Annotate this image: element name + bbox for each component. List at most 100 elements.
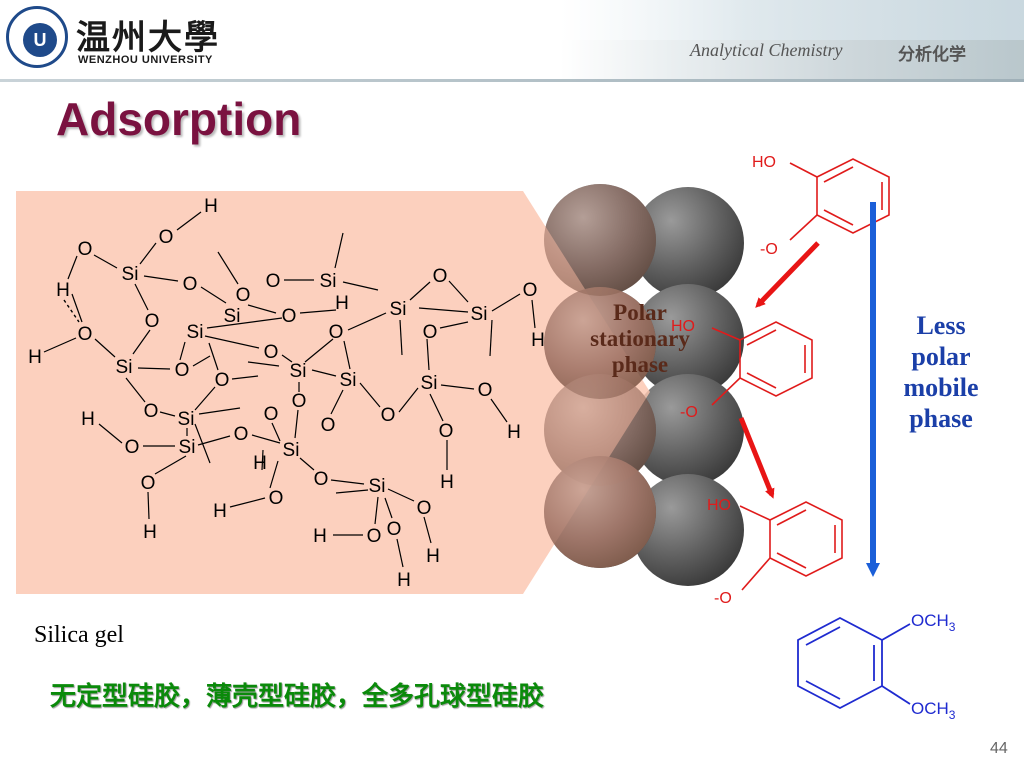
adsorb-arrow-1 — [755, 241, 820, 308]
atom-label-26: Si — [290, 361, 307, 382]
atom-label-15: Si — [224, 306, 241, 327]
atom-label-21: H — [531, 330, 545, 351]
atom-label-13: Si — [471, 304, 488, 325]
atom-label-46: H — [440, 472, 454, 493]
catechol-molecule-2 — [711, 321, 813, 406]
atom-label-52: O — [387, 519, 402, 540]
header-divider — [0, 79, 1024, 82]
campus-banner-sky — [560, 0, 1024, 40]
course-name-en: Analytical Chemistry — [690, 40, 843, 60]
university-logo-emblem: U — [23, 23, 57, 57]
stationary-phase-label: Polar stationary phase — [565, 300, 715, 378]
university-logo: U — [6, 6, 68, 68]
atom-label-25: O — [175, 360, 190, 381]
silica-particle-front — [544, 184, 656, 296]
molecule-2-ho-label: HO — [671, 318, 695, 335]
molecule-1-o-label: -O — [760, 241, 778, 258]
atom-label-38: O — [439, 421, 454, 442]
atom-label-20: O — [423, 322, 438, 343]
atom-label-18: Si — [187, 322, 204, 343]
mobile-phase-line4: phase — [909, 404, 973, 433]
methoxy-label-2: OCH3 — [911, 699, 956, 722]
catechol-molecule-3 — [739, 501, 843, 591]
atom-label-40: O — [234, 424, 249, 445]
atom-label-37: O — [321, 415, 336, 436]
atom-label-17: O — [78, 324, 93, 345]
atom-label-27: O — [215, 370, 230, 391]
mobile-phase-line2: polar — [911, 342, 971, 371]
atom-label-8: Si — [320, 271, 337, 292]
mobile-phase-line1: Less — [916, 311, 966, 340]
atom-label-9: H — [335, 293, 349, 314]
atom-label-7: O — [266, 271, 281, 292]
atom-label-57: H — [397, 570, 411, 591]
atom-label-29: Si — [421, 373, 438, 394]
atom-label-11: O — [523, 280, 538, 301]
molecule-2-o-label: -O — [680, 404, 698, 421]
atom-label-32: O — [292, 391, 307, 412]
silica-particle-front — [544, 374, 656, 486]
molecule-3-ho-label: HO — [707, 497, 731, 514]
stationary-phase-line1: Polar — [613, 300, 667, 325]
atom-label-31: O — [144, 401, 159, 422]
silica-particle-front — [544, 287, 656, 399]
adsorb-arrow-2 — [738, 417, 775, 499]
atom-label-53: H — [143, 522, 157, 543]
atom-label-50: H — [213, 501, 227, 522]
hydrogen-bond — [63, 299, 80, 323]
slide-header: U 温州大學 WENZHOU UNIVERSITY Analytical Che… — [0, 0, 1024, 82]
atom-label-0: H — [204, 196, 218, 217]
atom-label-6: O — [236, 285, 251, 306]
atom-label-43: Si — [283, 440, 300, 461]
dimethoxybenzene-molecule — [797, 616, 911, 710]
atom-label-47: O — [141, 473, 156, 494]
mobile-phase-line3: mobile — [903, 373, 979, 402]
atom-label-12: Si — [390, 299, 407, 320]
silica-gel-types-cn: 无定型硅胶，薄壳型硅胶，全多孔球型硅胶 — [50, 682, 545, 712]
atom-label-42: Si — [179, 437, 196, 458]
stationary-phase-line2: stationary — [590, 326, 690, 351]
atom-label-33: O — [264, 404, 279, 425]
molecule-3-o-label: -O — [714, 590, 732, 607]
atom-label-35: H — [81, 409, 95, 430]
silica-particle — [632, 187, 744, 299]
mobile-phase-label: Less polar mobile phase — [886, 310, 996, 434]
atom-label-54: H — [313, 526, 327, 547]
atom-label-39: H — [507, 422, 521, 443]
university-name-en: WENZHOU UNIVERSITY — [78, 54, 213, 66]
silica-bonds — [43, 211, 536, 568]
stationary-phase-line3: phase — [611, 352, 669, 377]
atom-label-23: O — [264, 342, 279, 363]
atom-label-22: H — [28, 347, 42, 368]
atom-label-28: Si — [340, 370, 357, 391]
page-number: 44 — [990, 740, 1008, 757]
atom-label-44: H — [253, 453, 267, 474]
atom-label-24: Si — [116, 357, 133, 378]
atom-label-45: O — [314, 469, 329, 490]
atom-label-41: O — [125, 437, 140, 458]
course-name-cn: 分析化学 — [898, 45, 966, 65]
atom-label-36: Si — [178, 409, 195, 430]
silica-particle — [632, 284, 744, 396]
atom-label-4: H — [56, 280, 70, 301]
silica-particle-front — [544, 456, 656, 568]
atom-label-14: O — [145, 311, 160, 332]
atom-label-56: H — [426, 546, 440, 567]
atom-label-51: O — [417, 498, 432, 519]
methoxy-label-1: OCH3 — [911, 611, 956, 634]
atom-label-49: O — [269, 488, 284, 509]
silica-particle — [632, 474, 744, 586]
university-name-cn: 温州大學 — [76, 18, 220, 58]
atom-label-55: O — [367, 526, 382, 547]
atom-label-10: O — [433, 266, 448, 287]
atom-label-16: O — [282, 306, 297, 327]
slide-title: Adsorption — [56, 93, 302, 145]
atom-label-2: O — [78, 239, 93, 260]
atom-label-1: O — [159, 227, 174, 248]
atom-label-48: Si — [369, 476, 386, 497]
atom-label-5: O — [183, 274, 198, 295]
atom-label-34: O — [381, 405, 396, 426]
atom-label-30: O — [478, 380, 493, 401]
